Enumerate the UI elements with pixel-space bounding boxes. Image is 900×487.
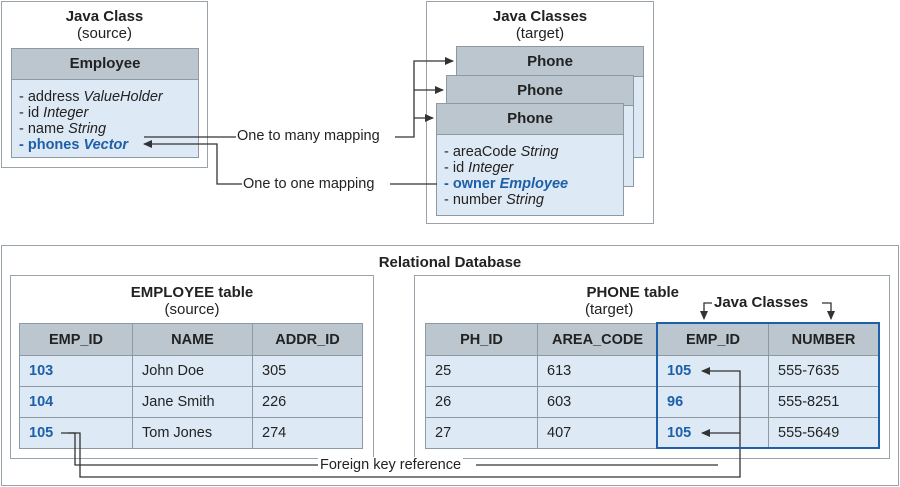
table-cell: 407 (537, 417, 658, 449)
foreign-key-connector (61, 432, 318, 466)
phone-attr-id: - id Integer (444, 160, 514, 176)
column-header: ADDR_ID (252, 323, 363, 356)
column-header: EMP_ID (19, 323, 133, 356)
table-cell: 274 (252, 417, 363, 449)
foreign-key-label: Foreign key reference (318, 457, 464, 473)
phone-attr-owner: - owner Employee (444, 176, 569, 192)
column-header: NAME (132, 323, 253, 356)
table-row: 103 John Doe 305 (19, 355, 363, 387)
employee-attr-address: - address ValueHolder (19, 89, 163, 105)
table-row: 27 407 105 555-5649 (425, 417, 879, 449)
table-cell: 305 (252, 355, 363, 387)
java-classes-bracket (700, 302, 712, 320)
java-classes-group-label: Java Classes (714, 294, 809, 311)
table-cell: 555-7635 (768, 355, 879, 387)
employee-attr-name: - name String (19, 121, 107, 137)
phone-table-subtitle: (target) (585, 301, 634, 318)
java-class-source-panel: Java Class (source) Employee - address V… (1, 1, 208, 168)
employee-table-subtitle: (source) (164, 301, 220, 318)
table-cell: 26 (425, 386, 538, 418)
table-cell: Jane Smith (132, 386, 253, 418)
employee-class-name: Employee (12, 49, 198, 80)
phone-class-name: Phone (437, 104, 623, 135)
java-classes-subtitle: (target) (515, 25, 565, 42)
phone-table-title: PHONE table (586, 284, 679, 301)
one-to-many-connector (395, 57, 454, 138)
phone-table: PH_ID AREA_CODE EMP_ID NUMBER 25 613 105… (425, 323, 879, 449)
java-class-subtitle: (source) (76, 25, 132, 42)
employee-attr-id: - id Integer (19, 105, 89, 121)
one-to-one-label: One to one mapping (243, 176, 375, 192)
employee-table-title: EMPLOYEE table (130, 284, 254, 301)
table-header-row: EMP_ID NAME ADDR_ID (19, 323, 363, 356)
table-cell: 96 (657, 386, 769, 418)
java-classes-title: Java Classes (492, 8, 588, 25)
java-class-title: Java Class (65, 8, 144, 25)
table-cell: 613 (537, 355, 658, 387)
column-header: NUMBER (768, 323, 879, 356)
employee-attr-phones: - phones Vector (19, 137, 129, 153)
table-cell: 226 (252, 386, 363, 418)
column-header: EMP_ID (657, 323, 769, 356)
employee-table: EMP_ID NAME ADDR_ID 103 John Doe 305 104… (19, 323, 363, 449)
table-cell: 603 (537, 386, 658, 418)
table-cell: 555-5649 (768, 417, 879, 449)
column-header: AREA_CODE (537, 323, 658, 356)
phone-attr-areacode: - areaCode String (444, 144, 559, 160)
table-cell: Tom Jones (132, 417, 253, 449)
table-cell: 27 (425, 417, 538, 449)
table-row: 26 603 96 555-8251 (425, 386, 879, 418)
phone-attr-number: - number String (444, 192, 544, 208)
one-to-one-connector (143, 140, 242, 185)
table-cell: 25 (425, 355, 538, 387)
table-cell: 105 (657, 417, 769, 449)
table-row: 104 Jane Smith 226 (19, 386, 363, 418)
table-cell: 104 (19, 386, 133, 418)
foreign-key-connector (68, 367, 741, 478)
table-row: 25 613 105 555-7635 (425, 355, 879, 387)
column-header: PH_ID (425, 323, 538, 356)
table-header-row: PH_ID AREA_CODE EMP_ID NUMBER (425, 323, 879, 356)
java-classes-highlight (656, 322, 880, 449)
phone-class-box: Phone - areaCode String - id Integer - o… (436, 103, 624, 216)
java-classes-target-panel: Java Classes (target) Phone Phone Phone … (426, 1, 654, 224)
database-title: Relational Database (378, 254, 522, 271)
employee-class-box: Employee - address ValueHolder - id Inte… (11, 48, 199, 158)
java-classes-bracket (822, 302, 835, 320)
one-to-many-label: One to many mapping (237, 128, 380, 144)
